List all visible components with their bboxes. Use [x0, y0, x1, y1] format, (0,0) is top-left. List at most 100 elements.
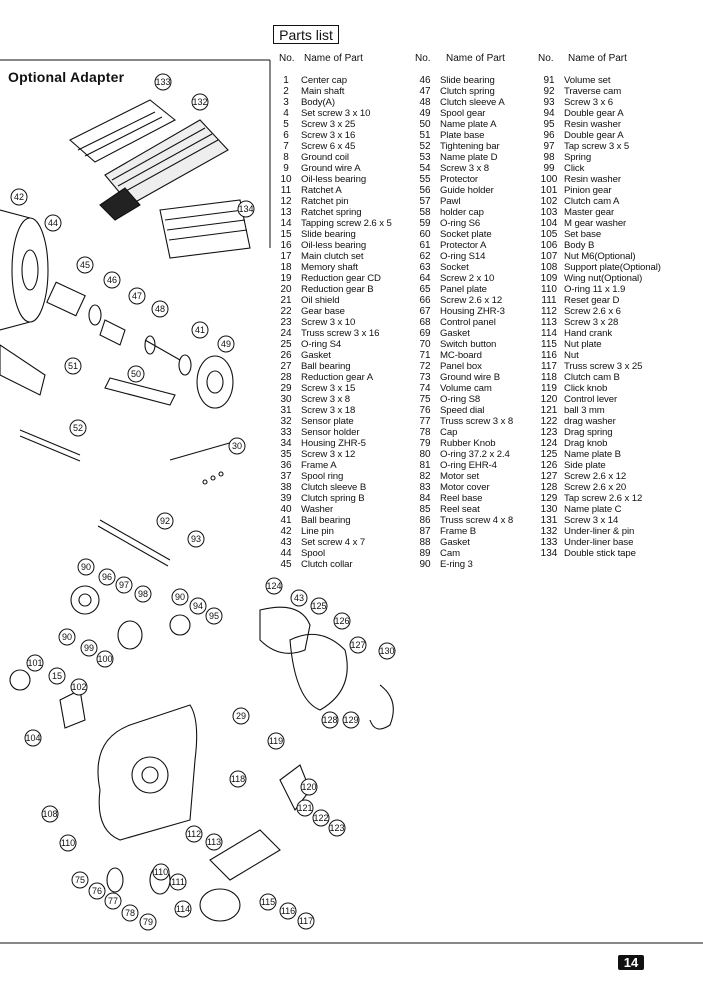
part-name: Spool ring — [301, 471, 344, 482]
part-number: 23 — [280, 317, 292, 328]
svg-text:98: 98 — [138, 589, 148, 599]
part-name: Screw 6 x 45 — [301, 141, 356, 152]
svg-text:124: 124 — [266, 581, 281, 591]
part-number: 119 — [541, 383, 557, 394]
part-name: Side plate — [564, 460, 606, 471]
part-number: 7 — [283, 141, 289, 152]
part-number: 125 — [540, 449, 558, 460]
part-name: Speed dial — [440, 405, 485, 416]
part-name: Truss screw 3 x 25 — [564, 361, 643, 372]
part-number: 127 — [540, 471, 558, 482]
part-number: 108 — [540, 262, 558, 273]
part-name: Screw 3 x 14 — [564, 515, 619, 526]
part-name: Washer — [301, 504, 334, 515]
part-number: 52 — [419, 141, 431, 152]
part-number: 17 — [280, 251, 292, 262]
part-name: Panel plate — [440, 284, 487, 295]
part-name: Housing ZHR-5 — [301, 438, 366, 449]
part-number: 131 — [540, 515, 558, 526]
part-name: Drag knob — [564, 438, 608, 449]
part-number: 102 — [540, 196, 558, 207]
part-number: 69 — [419, 328, 431, 339]
part-name: Screw 2.6 x 20 — [564, 482, 627, 493]
part-number: 39 — [280, 493, 292, 504]
part-number: 130 — [540, 504, 558, 515]
part-number: 55 — [419, 174, 431, 185]
part-name: Set base — [564, 229, 602, 240]
part-name: drag washer — [564, 416, 616, 427]
part-name: MC-board — [440, 350, 482, 361]
part-number: 105 — [540, 229, 558, 240]
part-number: 61 — [419, 240, 431, 251]
part-name: O-ring 11 x 1.9 — [564, 284, 626, 295]
part-name: O-ring EHR-4 — [440, 460, 497, 471]
part-name: Reset gear D — [564, 295, 620, 306]
part-number: 68 — [419, 317, 431, 328]
svg-text:127: 127 — [350, 640, 365, 650]
part-number: 133 — [540, 537, 558, 548]
part-name: Screw 3 x 6 — [564, 97, 614, 108]
part-name: Reduction gear A — [301, 372, 374, 383]
part-name: ball 3 mm — [564, 405, 605, 416]
part-name: Ball bearing — [301, 515, 351, 526]
part-name: Plate base — [440, 130, 485, 141]
part-number: 85 — [419, 504, 431, 515]
part-name: Wing nut(Optional) — [564, 273, 643, 284]
part-number: 72 — [419, 361, 431, 372]
part-number: 24 — [280, 328, 292, 339]
part-number: 36 — [280, 460, 292, 471]
svg-text:111: 111 — [171, 877, 185, 887]
part-name: Cam — [440, 548, 460, 559]
part-number: 122 — [540, 416, 558, 427]
parts-list-title: Parts list — [273, 25, 339, 44]
svg-text:126: 126 — [334, 616, 349, 626]
svg-text:48: 48 — [155, 304, 165, 314]
svg-text:104: 104 — [25, 733, 40, 743]
svg-text:122: 122 — [313, 813, 328, 823]
part-name: Screw 3 x 16 — [301, 130, 356, 141]
part-name: Ground coil — [301, 152, 349, 163]
svg-text:129: 129 — [343, 715, 358, 725]
part-number: 6 — [283, 130, 289, 141]
svg-text:49: 49 — [221, 339, 231, 349]
part-number: 67 — [419, 306, 431, 317]
part-name: E-ring 3 — [440, 559, 473, 570]
part-name: Main clutch set — [301, 251, 364, 262]
part-number: 4 — [283, 108, 289, 119]
part-name: Drag spring — [564, 427, 613, 438]
part-number: 35 — [280, 449, 292, 460]
part-row: 122 drag washer — [538, 416, 688, 427]
part-name: Body B — [564, 240, 595, 251]
part-number: 75 — [419, 394, 431, 405]
part-number: 106 — [540, 240, 558, 251]
part-name: Oil shield — [301, 295, 340, 306]
part-name: Under-liner & pin — [564, 526, 635, 537]
